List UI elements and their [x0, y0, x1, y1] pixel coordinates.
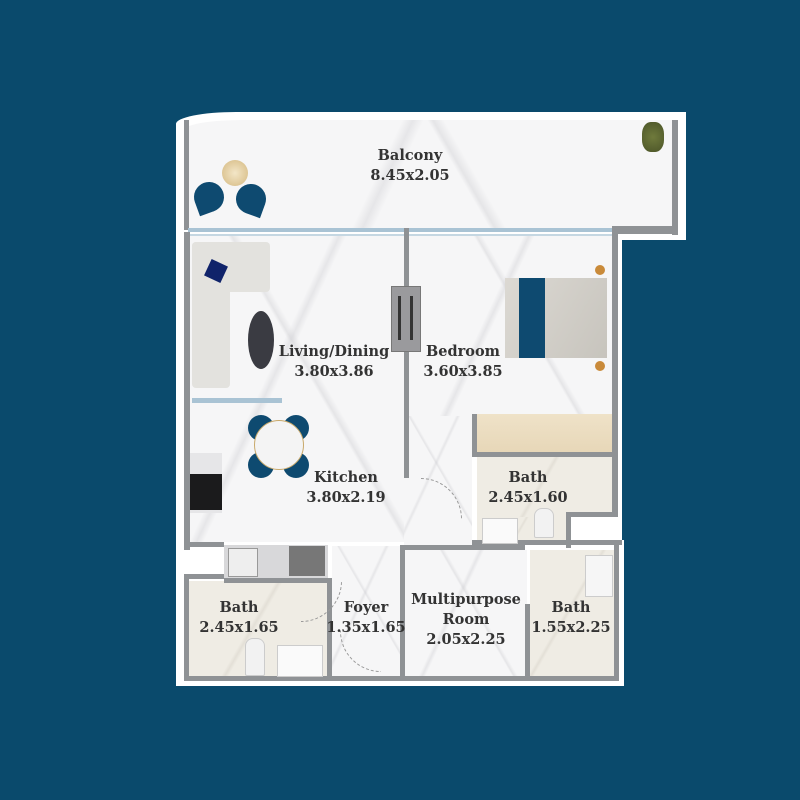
- lamp-icon: [595, 265, 605, 275]
- plant-icon: [642, 122, 664, 152]
- sliding-door: [391, 286, 421, 352]
- sofa: [192, 242, 270, 292]
- room-label-foyer: Foyer 1.35x1.65: [326, 598, 405, 638]
- room-dimensions: 3.80x3.86: [294, 363, 374, 380]
- sink-icon: [585, 555, 613, 597]
- room-label-bath3: Bath 1.55x2.25: [531, 598, 610, 638]
- room-name: Bath: [508, 469, 548, 486]
- tv-unit: [192, 398, 282, 403]
- room-dimensions: 3.60x3.85: [423, 363, 503, 380]
- room-name-line2: Room: [442, 611, 490, 628]
- balcony-floor: [184, 120, 678, 230]
- wall: [184, 574, 189, 680]
- wall: [472, 452, 618, 457]
- wall: [566, 512, 571, 548]
- multipurpose-floor: [405, 550, 527, 676]
- room-name: Bath: [219, 599, 259, 616]
- room-label-bedroom: Bedroom 3.60x3.85: [423, 342, 502, 382]
- wall: [569, 512, 618, 517]
- room-name: Bedroom: [426, 343, 500, 360]
- wardrobe: [477, 414, 612, 452]
- wall: [612, 232, 618, 516]
- wall: [184, 120, 189, 230]
- room-dimensions: 1.35x1.65: [326, 619, 406, 636]
- room-dimensions: 3.80x2.19: [306, 489, 386, 506]
- room-label-living: Living/Dining 3.80x3.86: [279, 342, 389, 382]
- room-name: Balcony: [377, 147, 443, 164]
- door-handle: [410, 296, 413, 340]
- room-name: Foyer: [343, 599, 389, 616]
- wall: [327, 578, 332, 678]
- wall: [405, 545, 525, 550]
- room-dimensions: 2.05x2.25: [426, 631, 506, 648]
- dining-table: [254, 420, 304, 470]
- stove-icon: [190, 474, 222, 510]
- wall: [184, 574, 224, 579]
- room-label-kitchen: Kitchen 3.80x2.19: [306, 468, 385, 508]
- glass-partition: [188, 234, 612, 236]
- bed-runner: [519, 278, 545, 358]
- wall: [400, 545, 405, 679]
- wall: [224, 578, 332, 583]
- room-dimensions: 2.45x1.65: [199, 619, 279, 636]
- wall: [614, 545, 619, 681]
- toilet-icon: [534, 508, 554, 538]
- door-handle: [398, 296, 401, 340]
- wall: [525, 604, 530, 679]
- side-table: [222, 160, 248, 186]
- wall: [404, 228, 409, 478]
- bath1-floor: [477, 457, 612, 517]
- room-name: Living/Dining: [278, 343, 390, 360]
- room-dimensions: 1.55x2.25: [531, 619, 611, 636]
- toilet-icon: [245, 638, 265, 676]
- sink-icon: [228, 548, 258, 577]
- room-name: Multipurpose: [411, 591, 521, 608]
- glass-partition: [188, 228, 612, 232]
- wall: [472, 540, 622, 545]
- room-dimensions: 2.45x1.60: [488, 489, 568, 506]
- coffee-table: [248, 311, 274, 369]
- wall: [189, 542, 224, 547]
- room-label-bath1: Bath 2.45x1.60: [488, 468, 567, 508]
- room-label-balcony: Balcony 8.45x2.05: [370, 146, 449, 186]
- sink-icon: [277, 645, 323, 677]
- wall: [672, 120, 678, 235]
- room-label-multipurpose: Multipurpose Room 2.05x2.25: [411, 590, 521, 650]
- wall: [472, 414, 477, 454]
- sink-icon: [482, 518, 518, 544]
- room-name: Bath: [551, 599, 591, 616]
- wall: [612, 226, 678, 234]
- lamp-icon: [595, 361, 605, 371]
- room-dimensions: 8.45x2.05: [370, 167, 450, 184]
- wall: [184, 232, 190, 550]
- bath3-floor: [530, 550, 614, 676]
- fridge: [289, 546, 325, 576]
- room-name: Kitchen: [314, 469, 378, 486]
- room-label-bath2: Bath 2.45x1.65: [199, 598, 278, 638]
